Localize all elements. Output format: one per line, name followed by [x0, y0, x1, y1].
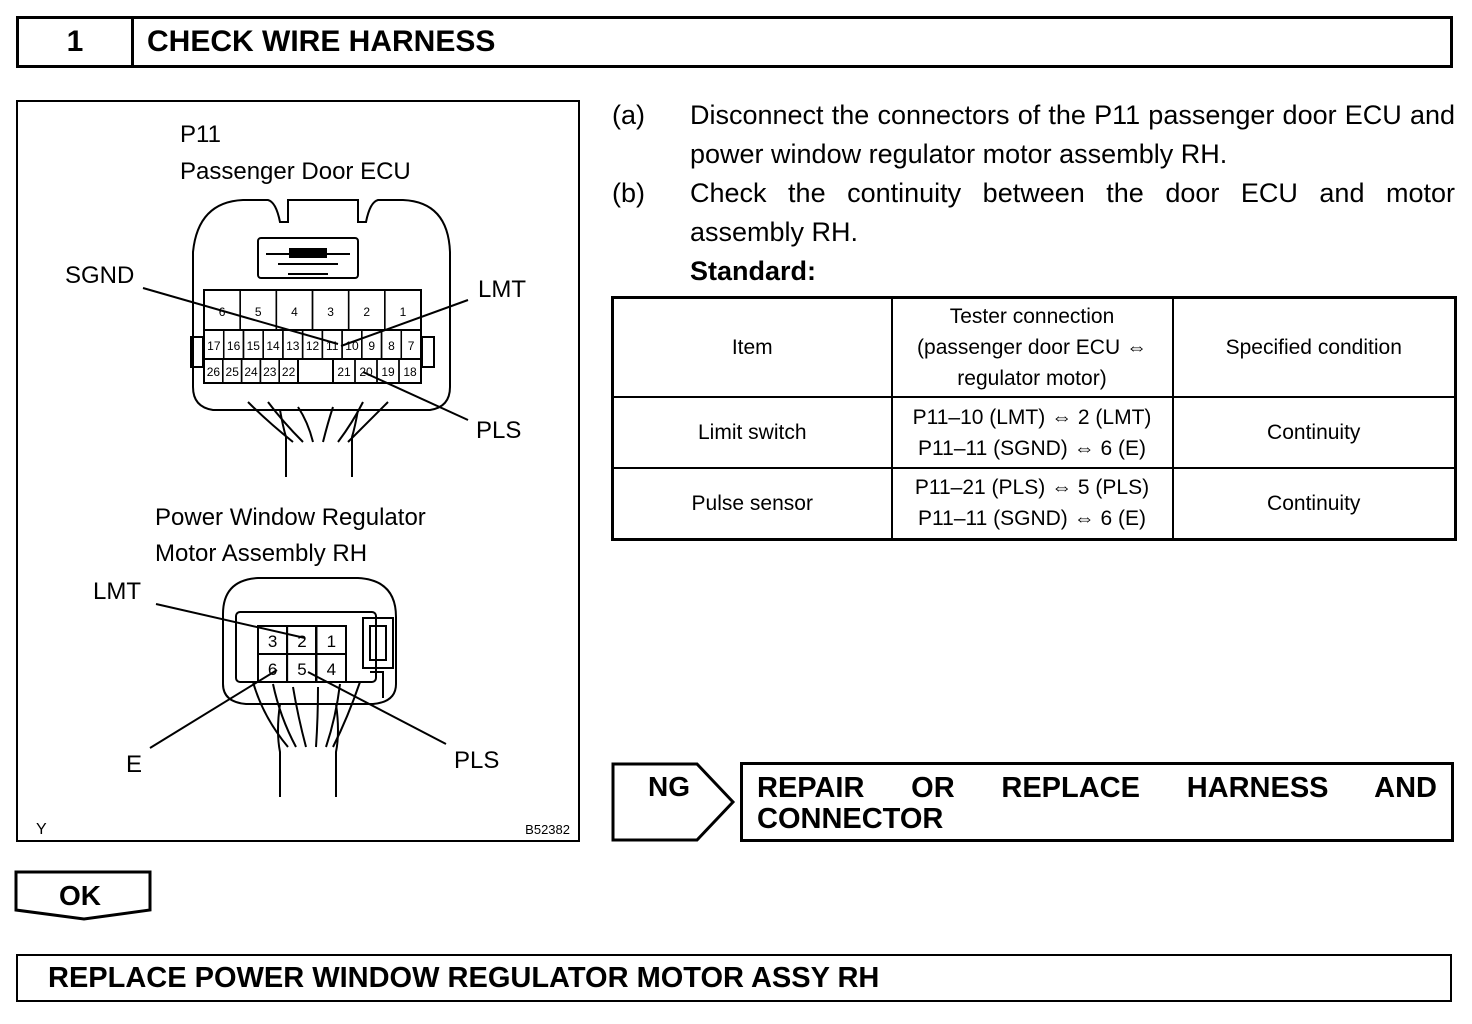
- pin-number: 11: [326, 339, 339, 353]
- header-tester: Tester connection (passenger door ECU ⇔ …: [890, 296, 1174, 398]
- ng-arrow-tag: NG: [611, 762, 736, 842]
- motor-lmt-leader: [155, 603, 306, 639]
- motor-housing-outline: [222, 577, 397, 705]
- step-number: 1: [19, 19, 134, 65]
- motor-lmt-label: LMT: [93, 578, 141, 605]
- step-header: 1 CHECK WIRE HARNESS: [16, 16, 1453, 68]
- pin-number: 3: [327, 305, 334, 319]
- standard-label: Standard:: [690, 256, 817, 286]
- table-row: Limit switch P11–10 (LMT) ⇔ 2 (LMT) P11–…: [611, 396, 1457, 469]
- pin-number: 18: [403, 365, 417, 379]
- ok-arrow-tag: OK: [14, 870, 152, 921]
- table-header-row: Item Tester connection (passenger door E…: [611, 296, 1457, 398]
- e-leader: [149, 669, 278, 749]
- lmt-label: LMT: [478, 276, 526, 303]
- motor-pin-labels: 3 2 1 6 5 4: [257, 625, 347, 683]
- pin-number: 2: [363, 305, 370, 319]
- step-b-label: (b): [612, 178, 645, 208]
- row-condition: Continuity: [1171, 467, 1457, 540]
- pin-number: 6: [268, 660, 277, 679]
- figure-id: B52382: [525, 822, 570, 837]
- pin-number: 12: [306, 339, 320, 353]
- pin-number: 22: [282, 365, 296, 379]
- header-condition: Specified condition: [1171, 296, 1457, 398]
- connection-line: P11–21 (PLS) ⇔ 5 (PLS): [914, 476, 1150, 500]
- ecu-code: P11: [180, 121, 221, 148]
- table-row: Pulse sensor P11–21 (PLS) ⇔ 5 (PLS) P11–…: [611, 467, 1457, 540]
- pin-number: 23: [263, 365, 277, 379]
- pin-number: 4: [291, 305, 298, 319]
- row-condition: Continuity: [1171, 396, 1457, 469]
- pin-number: 2: [297, 632, 306, 651]
- step-title: CHECK WIRE HARNESS: [147, 25, 496, 58]
- connection-line: P11–11 (SGND) ⇔ 6 (E): [918, 436, 1146, 460]
- motor-name-line1: Power Window Regulator: [155, 504, 426, 531]
- pin-number: 4: [327, 660, 336, 679]
- ng-result-text: REPAIR OR REPLACE HARNESS AND CONNECTOR: [757, 773, 1437, 835]
- header-item: Item: [611, 296, 893, 398]
- pin-number: 21: [337, 365, 351, 379]
- header-tester-line1: Tester connection: [949, 305, 1115, 328]
- ecu-name: Passenger Door ECU: [180, 158, 411, 185]
- pin-number: 20: [359, 365, 373, 379]
- e-label: E: [126, 751, 142, 778]
- corner-mark: Y: [36, 821, 47, 838]
- pin-number: 26: [207, 365, 221, 379]
- pin-number: 7: [408, 339, 415, 353]
- pin-number: 14: [266, 339, 280, 353]
- pin-cell: [398, 358, 422, 384]
- pin-number: 1: [400, 305, 407, 319]
- header-tester-line3: regulator motor): [957, 367, 1107, 390]
- ng-label: NG: [648, 771, 690, 802]
- pin-cell: [315, 653, 347, 683]
- pin-cell: [278, 358, 299, 384]
- pin-number: 15: [247, 339, 261, 353]
- pin-number: 17: [207, 339, 221, 353]
- pls-leader: [362, 371, 469, 421]
- header-tester-line2: (passenger door ECU ⇔: [917, 336, 1147, 359]
- ng-result-line2: CONNECTOR: [757, 803, 944, 835]
- pin-number: 13: [286, 339, 300, 353]
- row-connection: P11–10 (LMT) ⇔ 2 (LMT) P11–11 (SGND) ⇔ 6…: [890, 396, 1174, 469]
- connection-line: P11–10 (LMT) ⇔ 2 (LMT): [912, 405, 1152, 429]
- pin-number: 24: [244, 365, 258, 379]
- row-connection: P11–21 (PLS) ⇔ 5 (PLS) P11–11 (SGND) ⇔ 6…: [890, 467, 1174, 540]
- motor-pls-leader: [307, 671, 447, 745]
- motor-name-line2: Motor Assembly RH: [155, 540, 367, 567]
- motor-pls-label: PLS: [454, 747, 499, 774]
- ecu-housing-outline: [192, 199, 451, 411]
- final-action-box: REPLACE POWER WINDOW REGULATOR MOTOR ASS…: [16, 954, 1452, 1002]
- pin-number: 5: [255, 305, 262, 319]
- pin-number: 10: [345, 339, 359, 353]
- ng-result-line1: REPAIR OR REPLACE HARNESS AND: [757, 772, 1437, 804]
- sgnd-label: SGND: [65, 262, 134, 289]
- row-item: Limit switch: [611, 396, 893, 469]
- pls-label: PLS: [476, 417, 521, 444]
- pin-number: 25: [226, 365, 240, 379]
- step-b-text: Check the continuity between the door EC…: [690, 178, 1455, 247]
- pin-number: 19: [381, 365, 395, 379]
- pin-number: 16: [227, 339, 241, 353]
- spec-table: Item Tester connection (passenger door E…: [611, 296, 1457, 541]
- ok-label: OK: [59, 880, 101, 911]
- ecu-harness: [279, 409, 359, 477]
- pin-number: 8: [388, 339, 395, 353]
- motor-harness: [277, 703, 339, 797]
- pin-number: 9: [368, 339, 375, 353]
- ecu-latch: [257, 237, 359, 279]
- row-item: Pulse sensor: [611, 467, 893, 540]
- final-action-text: REPLACE POWER WINDOW REGULATOR MOTOR ASS…: [48, 961, 880, 994]
- pin-number: 5: [297, 660, 306, 679]
- step-a-label: (a): [612, 100, 645, 130]
- pin-number: 6: [219, 305, 226, 319]
- pin-number: 1: [327, 632, 336, 651]
- connection-line: P11–11 (SGND) ⇔ 6 (E): [918, 507, 1146, 531]
- pin-number: 3: [268, 632, 277, 651]
- step-a-text: Disconnect the connectors of the P11 pas…: [690, 100, 1455, 169]
- ng-result-box: REPAIR OR REPLACE HARNESS AND CONNECTOR: [740, 762, 1454, 842]
